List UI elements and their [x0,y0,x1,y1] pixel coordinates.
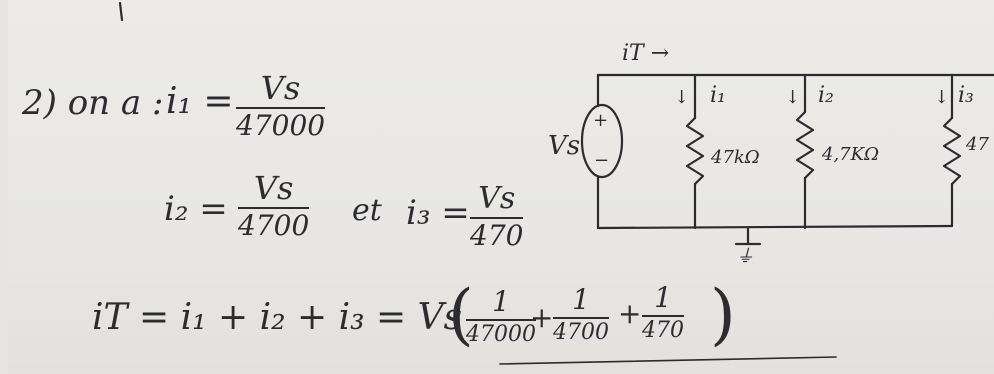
total-current-lhs: iT = i₁ + i₂ + i₃ = Vs [92,297,463,338]
term-1-fraction: 1 47000 [466,288,536,346]
i3-lhs: i₃ = [406,193,470,233]
fraction-bar [466,319,536,321]
plus-sign-2: + [618,297,642,330]
term-2-numerator: 1 [572,283,590,316]
branch-1-current-arrow: ↓ [674,87,689,108]
ground-icon: ⏚ [736,246,754,267]
source-plus: + [593,110,608,131]
branch-2-current-arrow: ↓ [785,87,800,108]
i3-numerator: Vs [478,181,516,216]
bottom-wire [596,224,954,230]
i2-fraction: Vs 4700 [238,169,310,242]
resistor-2-value: 4,7KΩ [821,144,879,165]
connector-et: et [352,193,382,228]
plus-sign-1: + [530,301,554,334]
notebook-page [8,0,994,374]
term-3-denominator: 470 [642,318,684,343]
total-current-label: iT → [622,41,669,66]
source-minus: − [594,150,609,171]
resistor-2-zigzag [795,110,815,180]
branch-2-current-label: i₂ [818,83,834,108]
term-3-fraction: 1 470 [642,284,684,342]
i2-denominator: 4700 [238,209,310,242]
term-1-denominator: 47000 [466,322,536,347]
fraction-bar [236,107,326,109]
i1-denominator: 47000 [236,109,326,142]
i1-fraction: Vs 47000 [236,69,326,142]
fraction-bar [470,217,524,219]
open-paren: ( [448,276,474,353]
fraction-bar [238,207,310,209]
voltage-source-circle [580,103,624,179]
resistor-1-value: 47kΩ [710,147,760,168]
fraction-bar [642,315,684,317]
i3-denominator: 470 [470,219,524,252]
fraction-bar [553,317,609,319]
question-label: 2) on a : [22,83,164,123]
i2-numerator: Vs [253,169,294,207]
term-3-numerator: 1 [654,281,672,314]
branch-1-current-label: i₁ [710,83,726,108]
i1-numerator: Vs [260,69,301,107]
term-1-numerator: 1 [492,285,510,318]
resistor-1-zigzag [685,116,705,186]
close-paren: ) [710,276,736,353]
resistor-3-zigzag [942,116,962,186]
resistor-3-value: 47 [965,134,989,155]
branch-3-current-arrow: ↓ [934,87,949,108]
term-2-denominator: 4700 [553,320,609,345]
i1-lhs: i₁ = [166,81,234,122]
source-label: Vs [548,131,580,161]
bottom-pen-line [499,356,837,365]
i3-fraction: Vs 470 [470,181,524,252]
branch-3-current-label: i₃ [958,83,974,108]
stray-pen-mark [118,1,124,22]
i2-lhs: i₂ = [164,189,228,229]
term-2-fraction: 1 4700 [553,286,609,344]
